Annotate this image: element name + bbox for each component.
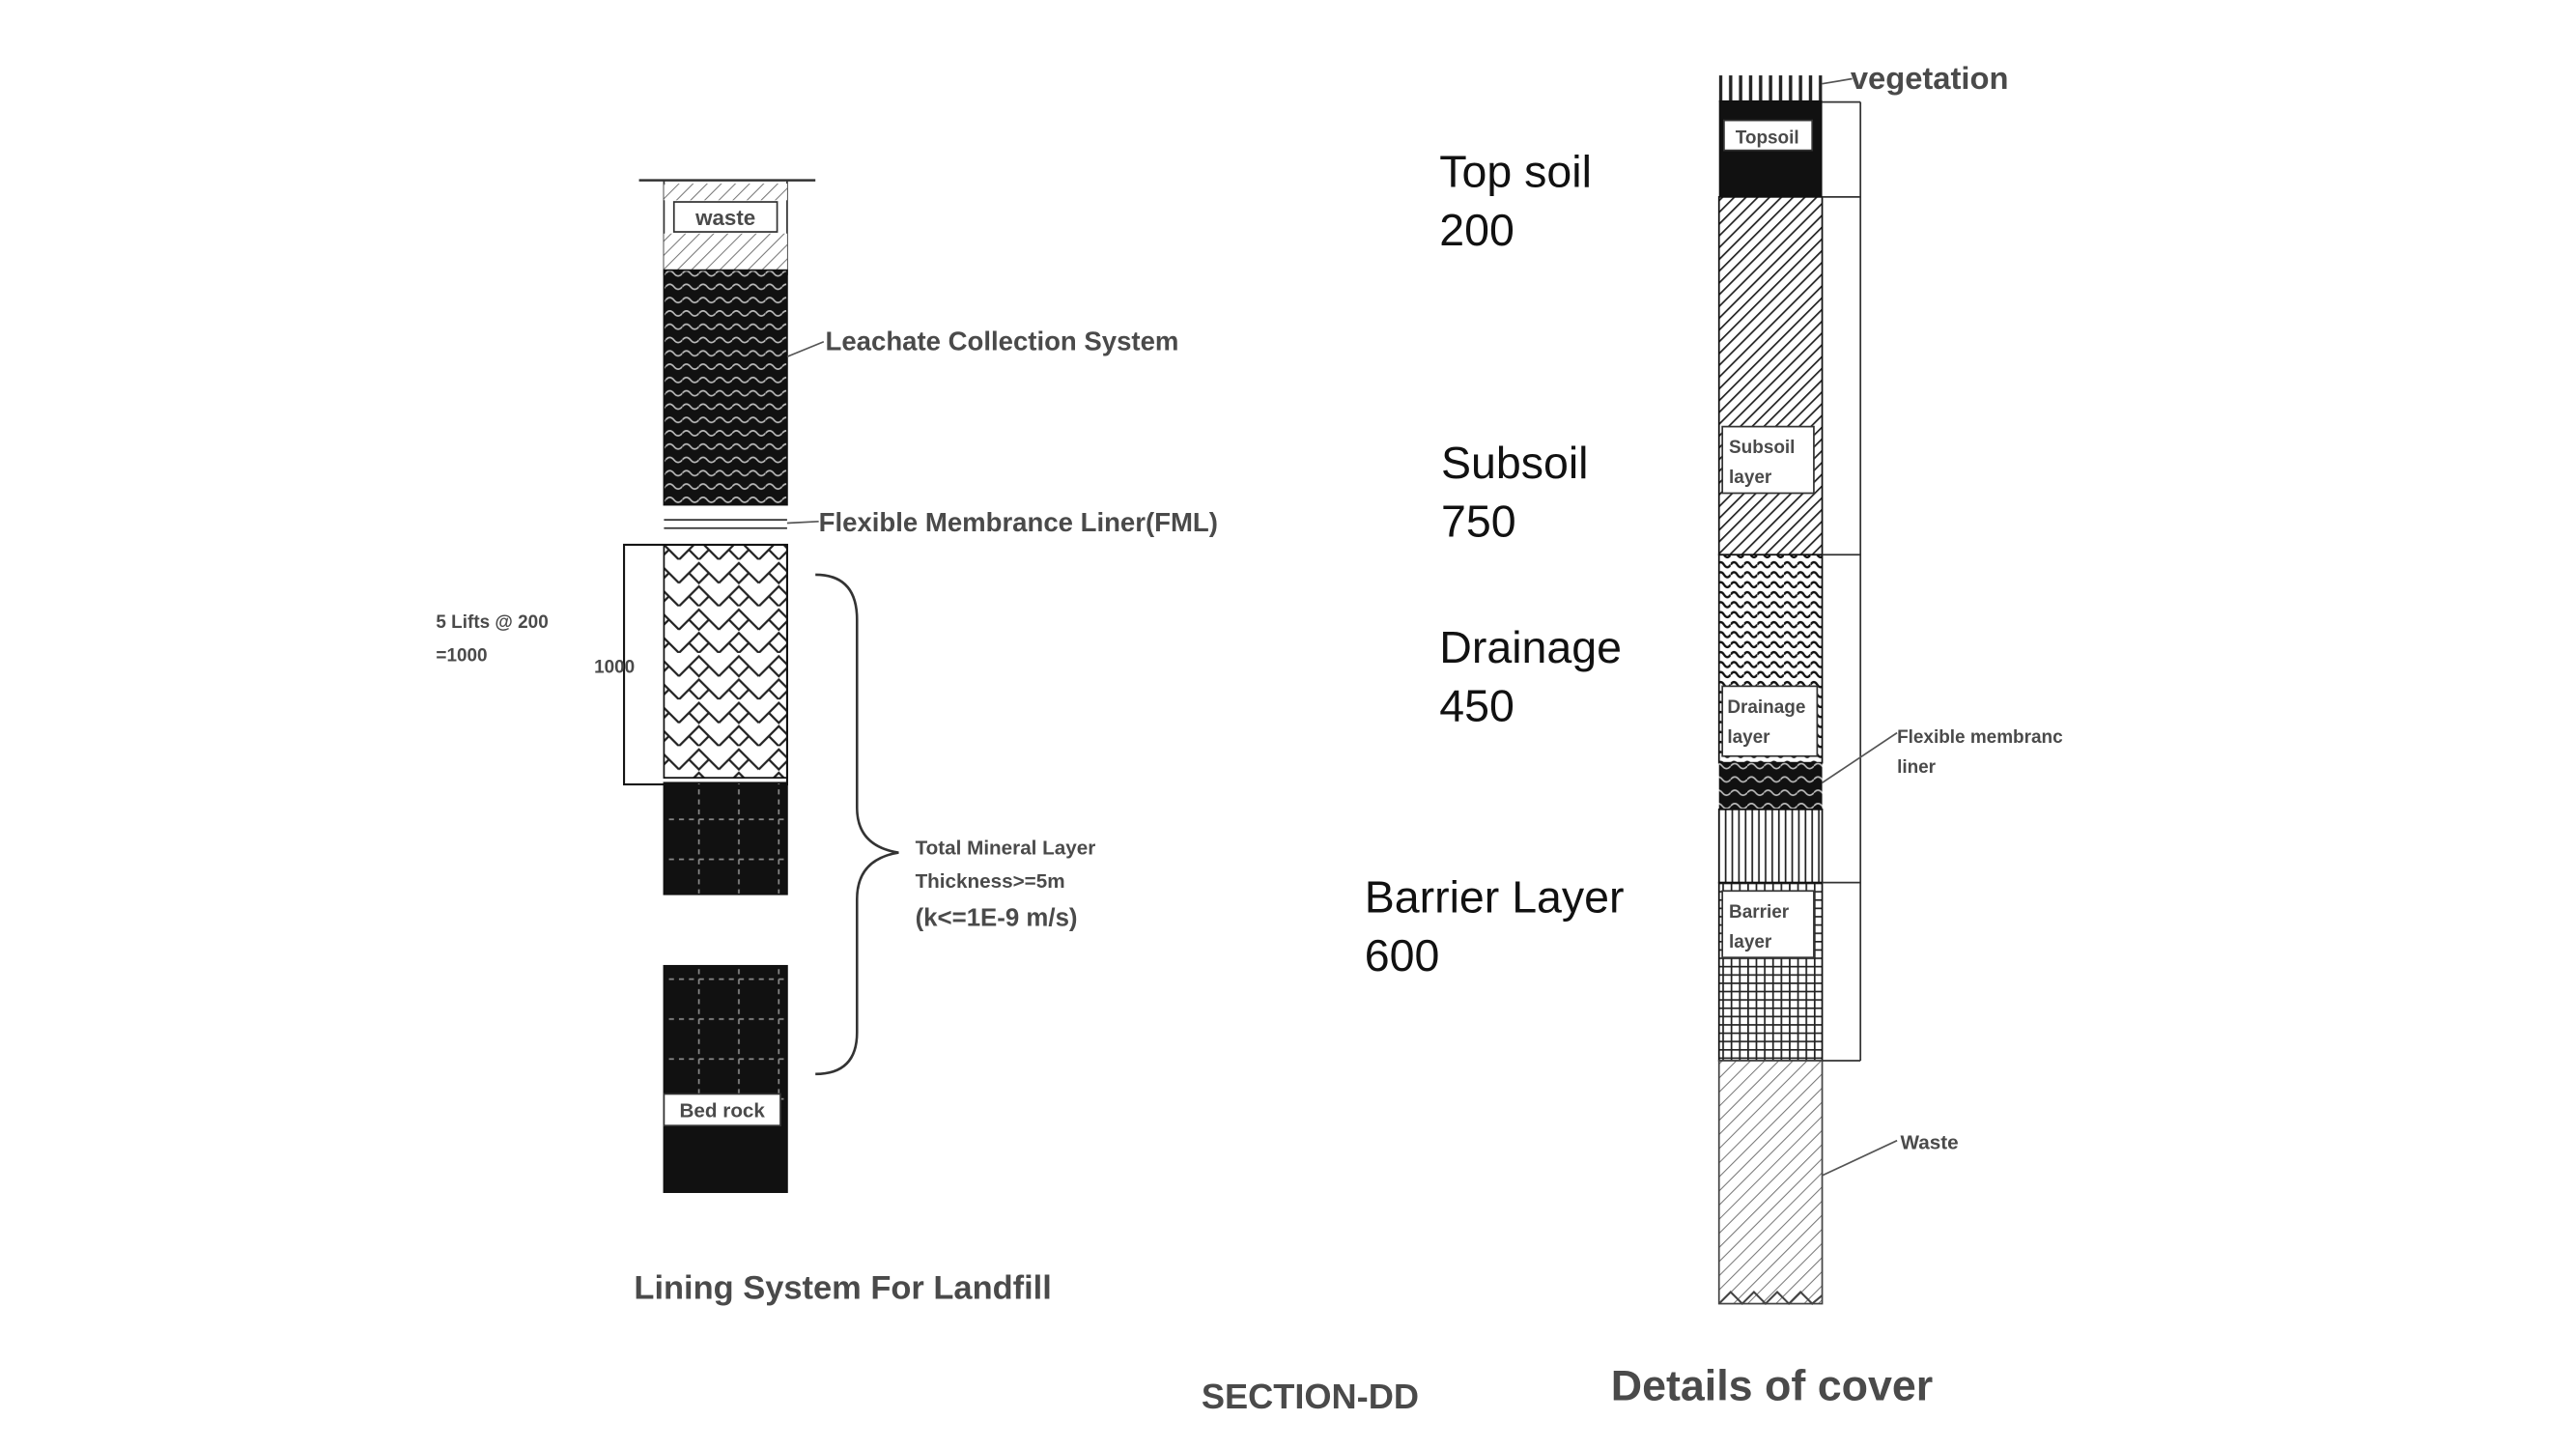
- drainage-box-label-2: layer: [1727, 727, 1770, 748]
- annotation-drainage-value: 450: [1439, 681, 1514, 731]
- mineral-layer-upper: [663, 781, 788, 895]
- subsoil-layer: [1717, 195, 1824, 556]
- membrane-layer: [1718, 762, 1823, 810]
- vegetation-layer: [1718, 75, 1823, 102]
- lifts-label-line2: =1000: [436, 646, 487, 667]
- leachate-collection-label: Leachate Collection System: [826, 326, 1179, 355]
- annotation-subsoil-value: 750: [1441, 496, 1516, 546]
- topsoil-box-label: Topsoil: [1736, 128, 1799, 149]
- mineral-label-line3: (k<=1E-9 m/s): [916, 904, 1078, 931]
- waste-label: waste: [694, 206, 755, 230]
- subsoil-box-label-1: Subsoil: [1729, 438, 1795, 458]
- annotation-subsoil-name: Subsoil: [1441, 438, 1589, 488]
- leachate-collection-layer: [663, 269, 788, 506]
- bedrock-label: Bed rock: [680, 1100, 766, 1122]
- subsoil-box: [1721, 425, 1815, 495]
- annotation-topsoil-value: 200: [1439, 205, 1514, 255]
- mineral-label-line1: Total Mineral Layer: [916, 837, 1096, 859]
- annotation-drainage-name: Drainage: [1439, 622, 1622, 672]
- compacted-lifts-layer: [663, 544, 788, 779]
- waste-cover-label: Waste: [1901, 1131, 1959, 1153]
- fml-cover-label-2: liner: [1897, 757, 1937, 778]
- annotation-barrier-name: Barrier Layer: [1365, 872, 1625, 923]
- mineral-layer-brace: [815, 573, 899, 1076]
- mineral-label-line2: Thickness>=5m: [916, 870, 1065, 893]
- barrier-box-label-2: layer: [1729, 932, 1772, 952]
- barrier-box-label-1: Barrier: [1729, 902, 1790, 923]
- landfill-lining-column: waste Bed rock: [623, 179, 899, 1193]
- lifts-value-label: 1000: [594, 658, 635, 678]
- fml-cover-label-1: Flexible membranc: [1897, 727, 2063, 748]
- drainage-box: [1721, 685, 1819, 757]
- break-line: [1717, 1291, 1824, 1306]
- fml-cover-leader: [1822, 731, 1898, 784]
- lifts-label-line1: 5 Lifts @ 200: [436, 612, 548, 633]
- vegetation-leader: [1822, 77, 1853, 85]
- section-caption: SECTION-DD: [1202, 1377, 1419, 1416]
- fml-label: Flexible Membrance Liner(FML): [819, 507, 1218, 537]
- topsoil-box: [1723, 119, 1814, 152]
- subsoil-box-label-2: layer: [1729, 468, 1772, 488]
- waste-bottom-hatch: [664, 233, 787, 270]
- annotation-topsoil-name: Top soil: [1439, 147, 1592, 197]
- barrier-box: [1721, 890, 1815, 959]
- waste-label-box: [672, 201, 778, 233]
- fml-leader: [786, 520, 819, 525]
- cover-details-caption: Details of cover: [1611, 1361, 1934, 1409]
- drainage-box-label-1: Drainage: [1727, 697, 1805, 718]
- cover-waste-layer: [1717, 1060, 1824, 1305]
- vegetation-label: vegetation: [1851, 60, 2009, 96]
- membrane-lower-layer: [1717, 809, 1824, 884]
- leachate-leader: [786, 340, 825, 358]
- cover-details-column: Topsoil Subsoil layer Drainage layer Bar…: [1717, 75, 1898, 1306]
- waste-top-hatch: [664, 184, 787, 201]
- waste-cover-leader: [1822, 1139, 1898, 1177]
- lining-system-caption: Lining System For Landfill: [634, 1269, 1051, 1306]
- annotation-barrier-value: 600: [1365, 930, 1440, 980]
- bedrock-label-box: [663, 1093, 781, 1127]
